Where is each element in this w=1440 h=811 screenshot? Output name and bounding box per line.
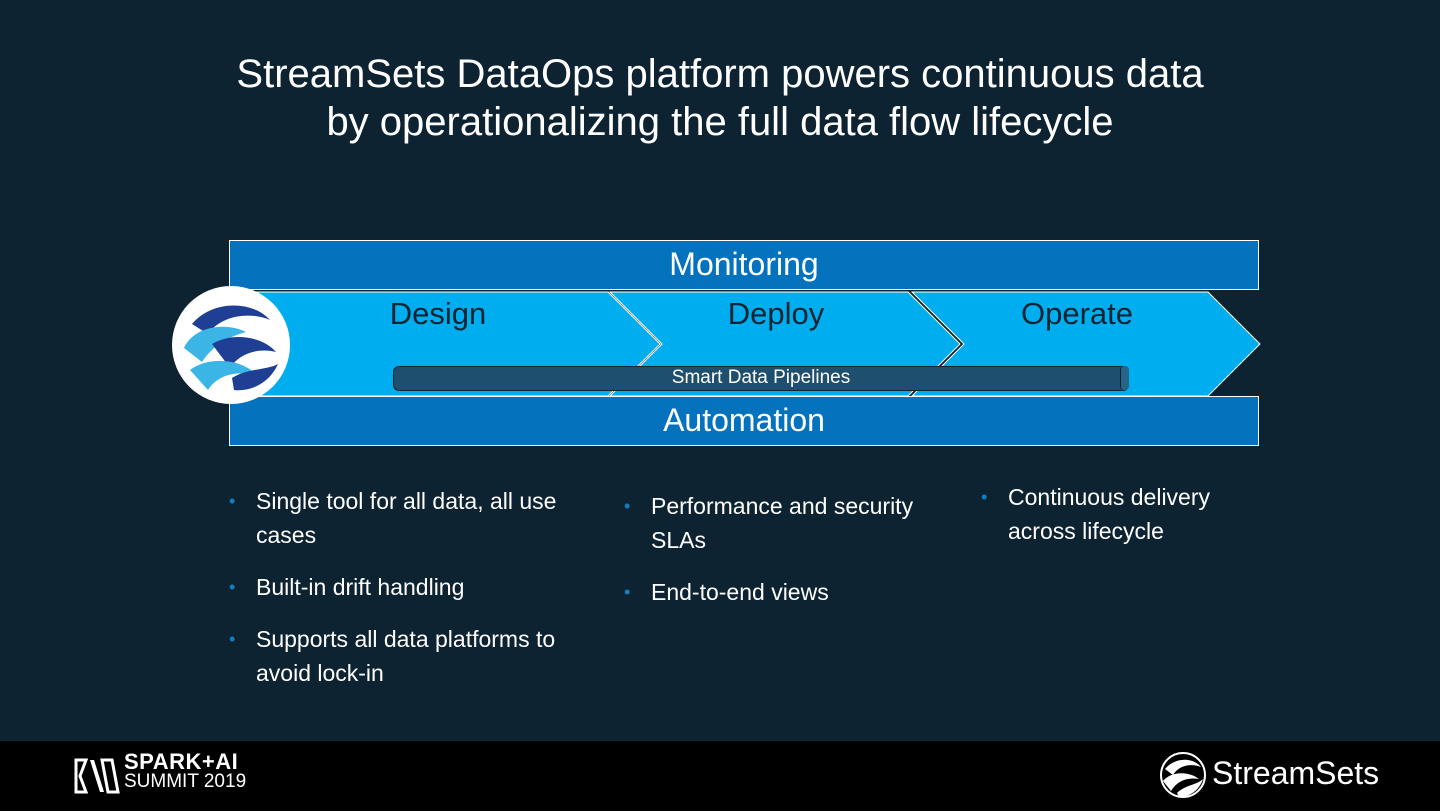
- bullet-column-3: •Continuous delivery across lifecycle: [981, 480, 1261, 566]
- title-line-1: StreamSets DataOps platform powers conti…: [236, 52, 1204, 96]
- bullet-item: •Performance and security SLAs: [624, 489, 954, 557]
- bullet-item: •End-to-end views: [624, 575, 954, 609]
- swirl-logo-icon: [184, 305, 278, 391]
- stage-deploy: Deploy: [727, 296, 825, 331]
- spark-summit-logo-icon: [74, 758, 120, 794]
- smart-data-pipeline-bar: Smart Data Pipelines: [393, 366, 1129, 391]
- streamsets-wordmark: StreamSets: [1212, 755, 1380, 791]
- bullet-item: •Single tool for all data, all use cases: [229, 484, 599, 552]
- automation-band: Automation: [229, 396, 1259, 446]
- bullet-item: •Built-in drift handling: [229, 570, 599, 604]
- monitoring-band: Monitoring: [229, 240, 1259, 290]
- bullet-dot-icon: •: [229, 629, 236, 649]
- pipeline-label: Smart Data Pipelines: [671, 367, 851, 388]
- bullet-item: •Supports all data platforms to avoid lo…: [229, 622, 599, 690]
- bullet-column-1: •Single tool for all data, all use cases…: [229, 484, 599, 708]
- bullet-dot-icon: •: [229, 491, 236, 511]
- streamsets-swirl-icon: [1160, 752, 1206, 798]
- bullet-column-2: •Performance and security SLAs •End-to-e…: [624, 489, 954, 627]
- spark-summit-wordmark: SPARK+AI SUMMIT 2019: [124, 749, 247, 792]
- pipeline-end-cap: [1120, 366, 1129, 390]
- bullet-dot-icon: •: [229, 577, 236, 597]
- bullet-dot-icon: •: [624, 582, 631, 602]
- bullet-dot-icon: •: [624, 496, 631, 516]
- slide-title: StreamSets DataOps platform powers conti…: [120, 50, 1320, 146]
- footer-bar: SPARK+AI SUMMIT 2019 StreamSets: [0, 741, 1440, 811]
- streamsets-logo-badge: [172, 286, 290, 404]
- bullet-item: •Continuous delivery across lifecycle: [981, 480, 1261, 548]
- title-line-2: by operationalizing the full data flow l…: [326, 100, 1114, 144]
- bullet-dot-icon: •: [981, 487, 988, 507]
- stage-design: Design: [389, 296, 487, 331]
- stage-operate: Operate: [1020, 296, 1133, 331]
